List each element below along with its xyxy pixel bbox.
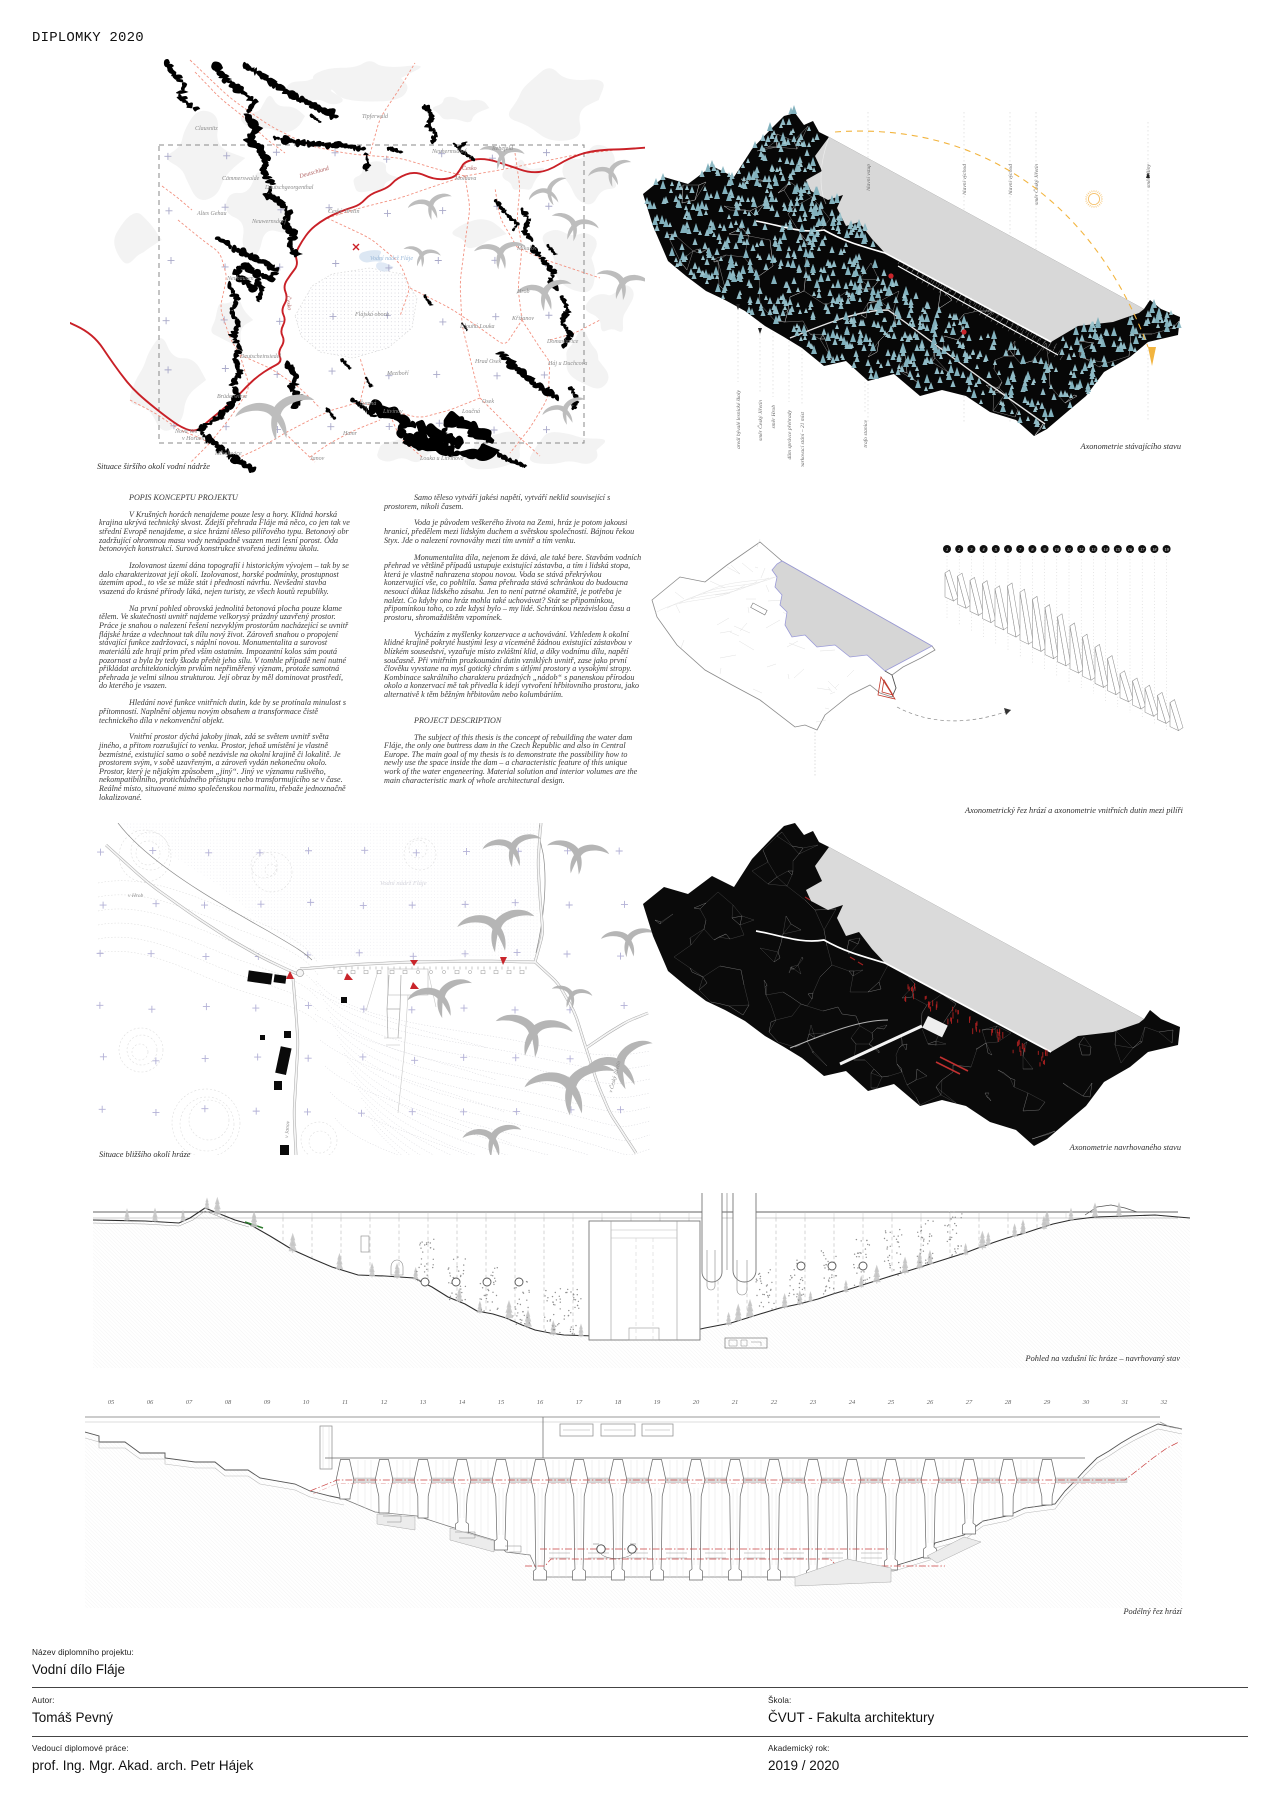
svg-text:15: 15 (1116, 547, 1120, 552)
svg-text:7: 7 (1019, 547, 1022, 552)
svg-text:16: 16 (537, 1399, 544, 1406)
svg-text:Křižanov: Křižanov (511, 316, 534, 322)
svg-text:3: 3 (970, 547, 972, 552)
svg-text:18: 18 (615, 1399, 622, 1406)
svg-text:směr Hrob: směr Hrob (771, 405, 777, 429)
svg-text:Český Jiřetín: Český Jiřetín (328, 207, 360, 215)
svg-text:Brüderwiese: Brüderwiese (217, 394, 248, 400)
svg-text:08: 08 (225, 1399, 232, 1406)
svg-text:09: 09 (264, 1399, 271, 1406)
svg-text:hlavní vstup: hlavní vstup (866, 164, 872, 191)
svg-text:05: 05 (108, 1399, 115, 1406)
svg-text:8: 8 (1031, 547, 1034, 552)
svg-text:Neuwernsdorf: Neuwernsdorf (251, 218, 287, 225)
svg-text:Rehefeld: Rehefeld (491, 145, 514, 152)
svg-text:areál bývalé lesnické školy: areál bývalé lesnické školy (736, 389, 742, 448)
svg-text:Hrob: Hrob (516, 289, 529, 295)
svg-text:Clausnitz: Clausnitz (195, 126, 218, 132)
svg-text:18: 18 (1152, 547, 1157, 552)
svg-text:Janov: Janov (310, 456, 325, 462)
svg-text:směr Český Jiřetín: směr Český Jiřetín (756, 400, 764, 441)
svg-text:parkovací stání ~ 21 míst: parkovací stání ~ 21 míst (800, 412, 806, 467)
svg-text:23: 23 (810, 1399, 817, 1406)
svg-text:10: 10 (303, 1399, 310, 1406)
svg-text:5: 5 (995, 547, 997, 552)
svg-text:26: 26 (927, 1399, 934, 1406)
svg-text:Deutscheinsiedel: Deutscheinsiedel (239, 354, 281, 360)
svg-text:21: 21 (732, 1399, 739, 1406)
svg-text:07: 07 (186, 1399, 193, 1406)
svg-text:25: 25 (888, 1399, 895, 1406)
svg-text:Louka u Litvínova: Louka u Litvínova (419, 456, 464, 462)
svg-text:Hamr: Hamr (342, 431, 358, 437)
svg-text:19: 19 (1165, 547, 1170, 552)
svg-text:19: 19 (654, 1399, 661, 1406)
svg-text:Neuhermsdorf: Neuhermsdorf (431, 148, 468, 155)
svg-text:13: 13 (1091, 547, 1095, 552)
svg-text:Hrad Osek: Hrad Osek (474, 359, 501, 365)
svg-text:hlavní východ: hlavní východ (1008, 164, 1014, 195)
svg-text:Dlouhá Louka: Dlouhá Louka (459, 324, 495, 330)
svg-text:Altes Gehau: Altes Gehau (196, 211, 227, 217)
svg-text:06: 06 (147, 1399, 154, 1406)
svg-text:Osek: Osek (482, 399, 494, 405)
svg-text:17: 17 (576, 1399, 583, 1406)
svg-text:Litvínov: Litvínov (382, 409, 403, 415)
svg-text:6: 6 (1007, 547, 1010, 552)
svg-text:22: 22 (771, 1399, 778, 1406)
svg-text:Háj u Duchcova: Háj u Duchcova (547, 361, 587, 367)
svg-text:32: 32 (1160, 1399, 1168, 1406)
svg-text:28: 28 (1005, 1399, 1012, 1406)
svg-text:Česko: Česko (462, 164, 477, 172)
svg-text:Mikulovice: Mikulovice (214, 451, 242, 457)
svg-text:Meziboří: Meziboří (386, 371, 410, 377)
svg-text:16: 16 (1128, 547, 1133, 552)
svg-text:Neuhausen: Neuhausen (226, 276, 254, 282)
svg-text:Cämmerswalde: Cämmerswalde (222, 176, 260, 182)
svg-text:Loučná: Loučná (461, 409, 480, 415)
svg-text:1: 1 (946, 547, 948, 552)
svg-text:Deutschland: Deutschland (298, 166, 331, 181)
svg-text:Šumná: Šumná (360, 399, 376, 407)
svg-text:Moldava: Moldava (454, 176, 476, 182)
svg-text:Vodní nádrž Fláje: Vodní nádrž Fláje (380, 880, 427, 887)
svg-text:20: 20 (693, 1399, 700, 1406)
svg-text:hlavní východ: hlavní východ (962, 164, 968, 195)
svg-text:31: 31 (1121, 1399, 1129, 1406)
svg-text:Deutschgeorgenthal: Deutschgeorgenthal (264, 185, 314, 191)
svg-text:24: 24 (849, 1399, 856, 1406)
svg-text:Nová Ves: Nová Ves (174, 429, 198, 435)
svg-text:11: 11 (1067, 547, 1071, 552)
svg-text:11: 11 (342, 1399, 348, 1406)
svg-text:trafo stanice: trafo stanice (862, 419, 869, 447)
svg-text:2: 2 (958, 547, 960, 552)
svg-text:Flájská obora: Flájská obora (354, 312, 389, 318)
svg-text:15: 15 (498, 1399, 505, 1406)
svg-text:Mikulov: Mikulov (516, 246, 537, 252)
svg-text:v Janov: v Janov (284, 1120, 292, 1138)
svg-text:14: 14 (1104, 547, 1108, 552)
svg-text:Vodní nádrž Fláje: Vodní nádrž Fláje (370, 256, 413, 262)
svg-text:27: 27 (966, 1399, 973, 1406)
svg-text:9: 9 (1044, 547, 1047, 552)
svg-text:13: 13 (420, 1399, 427, 1406)
svg-text:10: 10 (1055, 547, 1060, 552)
svg-text:v Hrob: v Hrob (128, 893, 143, 899)
svg-text:12: 12 (381, 1399, 388, 1406)
svg-text:Česko: Česko (284, 295, 294, 311)
svg-text:29: 29 (1044, 1399, 1051, 1406)
svg-text:směr Český Jiřetín: směr Český Jiřetín (1032, 164, 1040, 205)
svg-text:Tipferwald: Tipferwald (362, 113, 389, 120)
svg-text:dům správce přehrady: dům správce přehrady (786, 409, 793, 459)
svg-text:12: 12 (1079, 547, 1083, 552)
svg-text:4: 4 (983, 547, 985, 552)
svg-text:30: 30 (1082, 1399, 1090, 1406)
svg-text:Domaslavice: Domaslavice (546, 339, 579, 345)
svg-text:v Horách: v Horách (182, 436, 205, 442)
svg-text:14: 14 (459, 1399, 466, 1406)
svg-text:17: 17 (1140, 547, 1145, 552)
